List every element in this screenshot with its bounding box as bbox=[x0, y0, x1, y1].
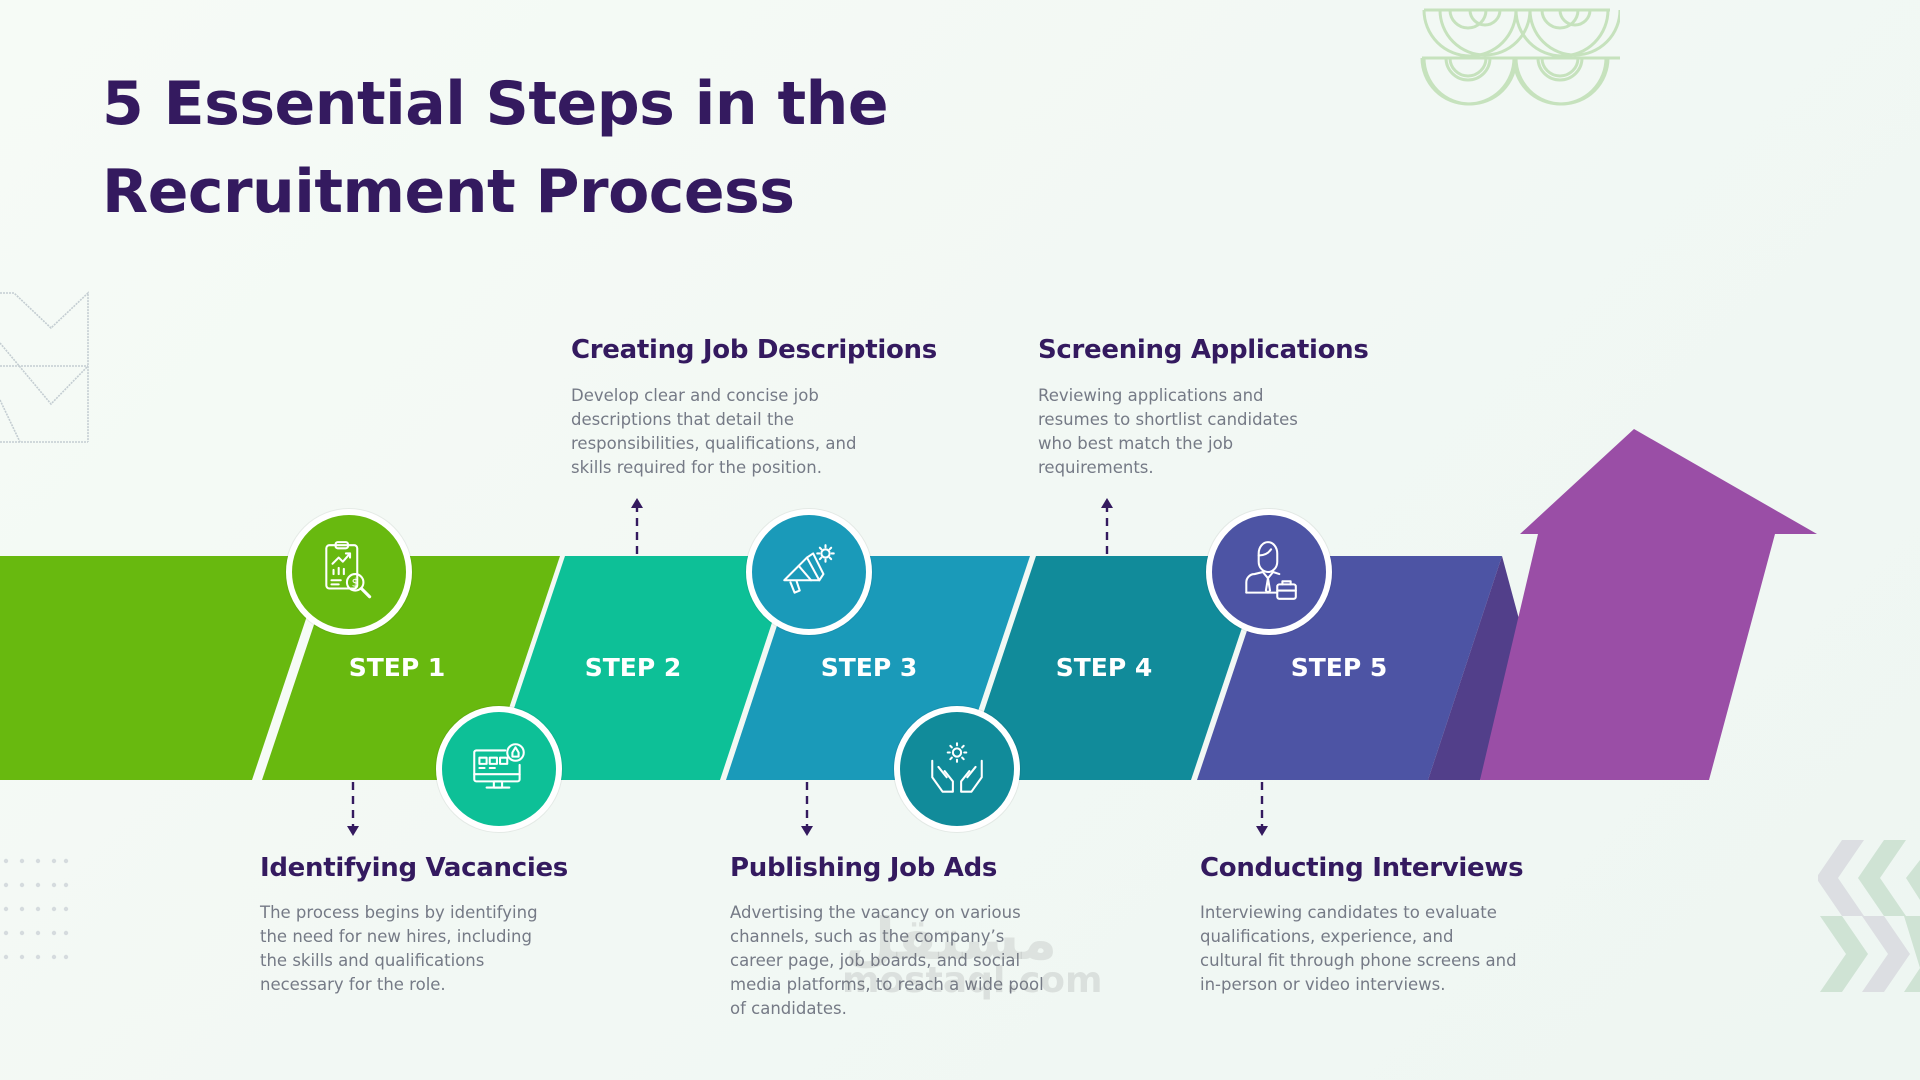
svg-text:$: $ bbox=[352, 575, 359, 589]
step-4-segment bbox=[961, 556, 1266, 780]
clipboard-analytics-icon: $ bbox=[325, 541, 372, 599]
step-3-title: Publishing Job Ads bbox=[730, 853, 998, 883]
step-1-segment bbox=[0, 556, 560, 780]
step-5-label: STEP 5 bbox=[1290, 653, 1388, 682]
watermark-latin: mostaql.com bbox=[842, 960, 1103, 1001]
step-4-description: Reviewing applications and resumes to sh… bbox=[1038, 386, 1298, 477]
arrow-head-step-2 bbox=[631, 498, 643, 508]
step-2-segment bbox=[490, 556, 794, 780]
step-2-description: Develop clear and concise job descriptio… bbox=[571, 386, 857, 477]
step-2-title: Creating Job Descriptions bbox=[571, 335, 937, 365]
arrow-head-step-1 bbox=[347, 826, 359, 836]
step-1-label: STEP 1 bbox=[348, 653, 446, 682]
step-1-title: Identifying Vacancies bbox=[260, 853, 568, 883]
decorative-envelope-lines bbox=[0, 291, 89, 443]
step-5-shadow bbox=[1428, 556, 1530, 780]
page-title: 5 Essential Steps in the Recruitment Pro… bbox=[102, 60, 889, 236]
growth-arrow bbox=[1480, 429, 1817, 780]
step-4-label: STEP 4 bbox=[1055, 653, 1153, 682]
step-2-icon-badge bbox=[436, 706, 562, 832]
arrow-head-step-5 bbox=[1256, 826, 1268, 836]
page-title-line-1: 5 Essential Steps in the bbox=[102, 69, 889, 139]
step-5-icon-badge bbox=[1206, 509, 1332, 635]
monitor-design-icon bbox=[473, 743, 525, 789]
step-4-title: Screening Applications bbox=[1038, 335, 1369, 365]
arrow-head-step-3 bbox=[801, 826, 813, 836]
watermark-arabic: مستقل bbox=[845, 905, 1058, 973]
step-3-label: STEP 3 bbox=[820, 653, 918, 682]
step-1-description: The process begins by identifying the ne… bbox=[260, 903, 538, 994]
arrow-head-step-4 bbox=[1101, 498, 1113, 508]
step-5-description: Interviewing candidates to evaluate qual… bbox=[1200, 903, 1517, 994]
page-title-line-2: Recruitment Process bbox=[102, 157, 795, 227]
step-4-icon-badge bbox=[894, 706, 1020, 832]
hands-gear-icon bbox=[931, 742, 983, 793]
step-5-title: Conducting Interviews bbox=[1200, 853, 1524, 883]
step-3-description: Advertising the vacancy on various chann… bbox=[730, 903, 1044, 1018]
businessman-briefcase-icon bbox=[1245, 541, 1297, 600]
step-3-icon-badge bbox=[746, 509, 872, 635]
step-2-label: STEP 2 bbox=[584, 653, 682, 682]
step-1-icon-badge: $ bbox=[286, 509, 412, 635]
decorative-dot-grid bbox=[3, 858, 69, 960]
decorative-semicircles-full bbox=[1422, 8, 1610, 106]
decorative-chevrons bbox=[1818, 840, 1920, 992]
megaphone-gear-icon bbox=[783, 544, 835, 594]
